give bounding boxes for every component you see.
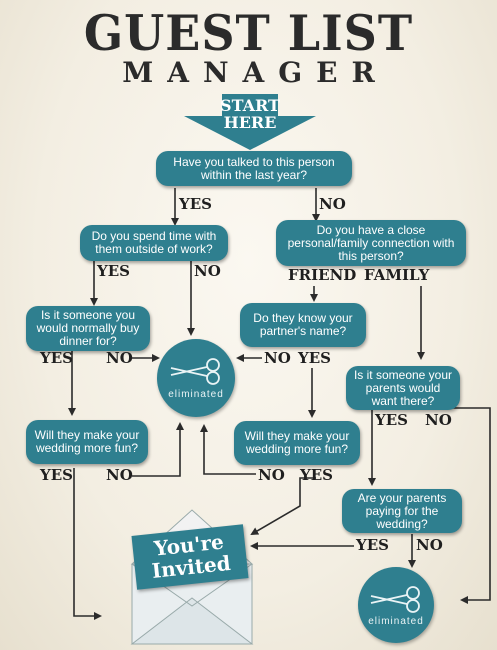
label-no-q2: NO	[194, 262, 221, 280]
page-title: GUEST LIST	[83, 4, 414, 62]
page-subtitle: MANAGER	[122, 56, 389, 89]
label-no-q1: NO	[319, 195, 346, 213]
label-no-q7: NO	[106, 466, 133, 484]
label-no-q5: NO	[264, 349, 291, 367]
label-friend: FRIEND	[288, 266, 357, 284]
question-close-connection: Do you have a close personal/family conn…	[276, 220, 466, 266]
eliminated-badge-right: eliminated	[358, 567, 434, 643]
eliminated-label: eliminated	[368, 616, 424, 627]
label-yes-q5: YES	[298, 349, 331, 367]
question-talked-last-year: Have you talked to this person within th…	[156, 151, 352, 186]
question-more-fun-left: Will they make your wedding more fun?	[26, 420, 148, 464]
question-parents-want-there: Is it someone your parents would want th…	[346, 366, 460, 410]
question-parents-paying: Are your parents paying for the wedding?	[342, 489, 462, 533]
question-know-partner-name: Do they know your partner's name?	[240, 303, 366, 347]
label-no-q8: NO	[258, 466, 285, 484]
scissors-icon	[170, 358, 220, 385]
question-more-fun-right: Will they make your wedding more fun?	[234, 421, 360, 465]
label-yes-q8: YES	[300, 466, 333, 484]
label-yes-q9: YES	[356, 536, 389, 554]
label-no-q9: NO	[416, 536, 443, 554]
label-no-q4: NO	[106, 349, 133, 367]
question-spend-time-outside-work: Do you spend time with them outside of w…	[80, 225, 228, 261]
label-no-q6: NO	[425, 411, 452, 429]
label-family: FAMILY	[364, 266, 430, 284]
label-yes-q4: YES	[40, 349, 73, 367]
scissors-icon	[370, 586, 420, 613]
label-yes-q2: YES	[97, 262, 130, 280]
start-arrow-icon	[184, 94, 316, 150]
question-buy-dinner: Is it someone you would normally buy din…	[26, 306, 150, 351]
eliminated-badge-center: eliminated	[157, 339, 235, 417]
label-yes-q6: YES	[375, 411, 408, 429]
label-yes-q7: YES	[40, 466, 73, 484]
eliminated-label: eliminated	[168, 389, 224, 400]
label-yes-q1: YES	[179, 195, 212, 213]
